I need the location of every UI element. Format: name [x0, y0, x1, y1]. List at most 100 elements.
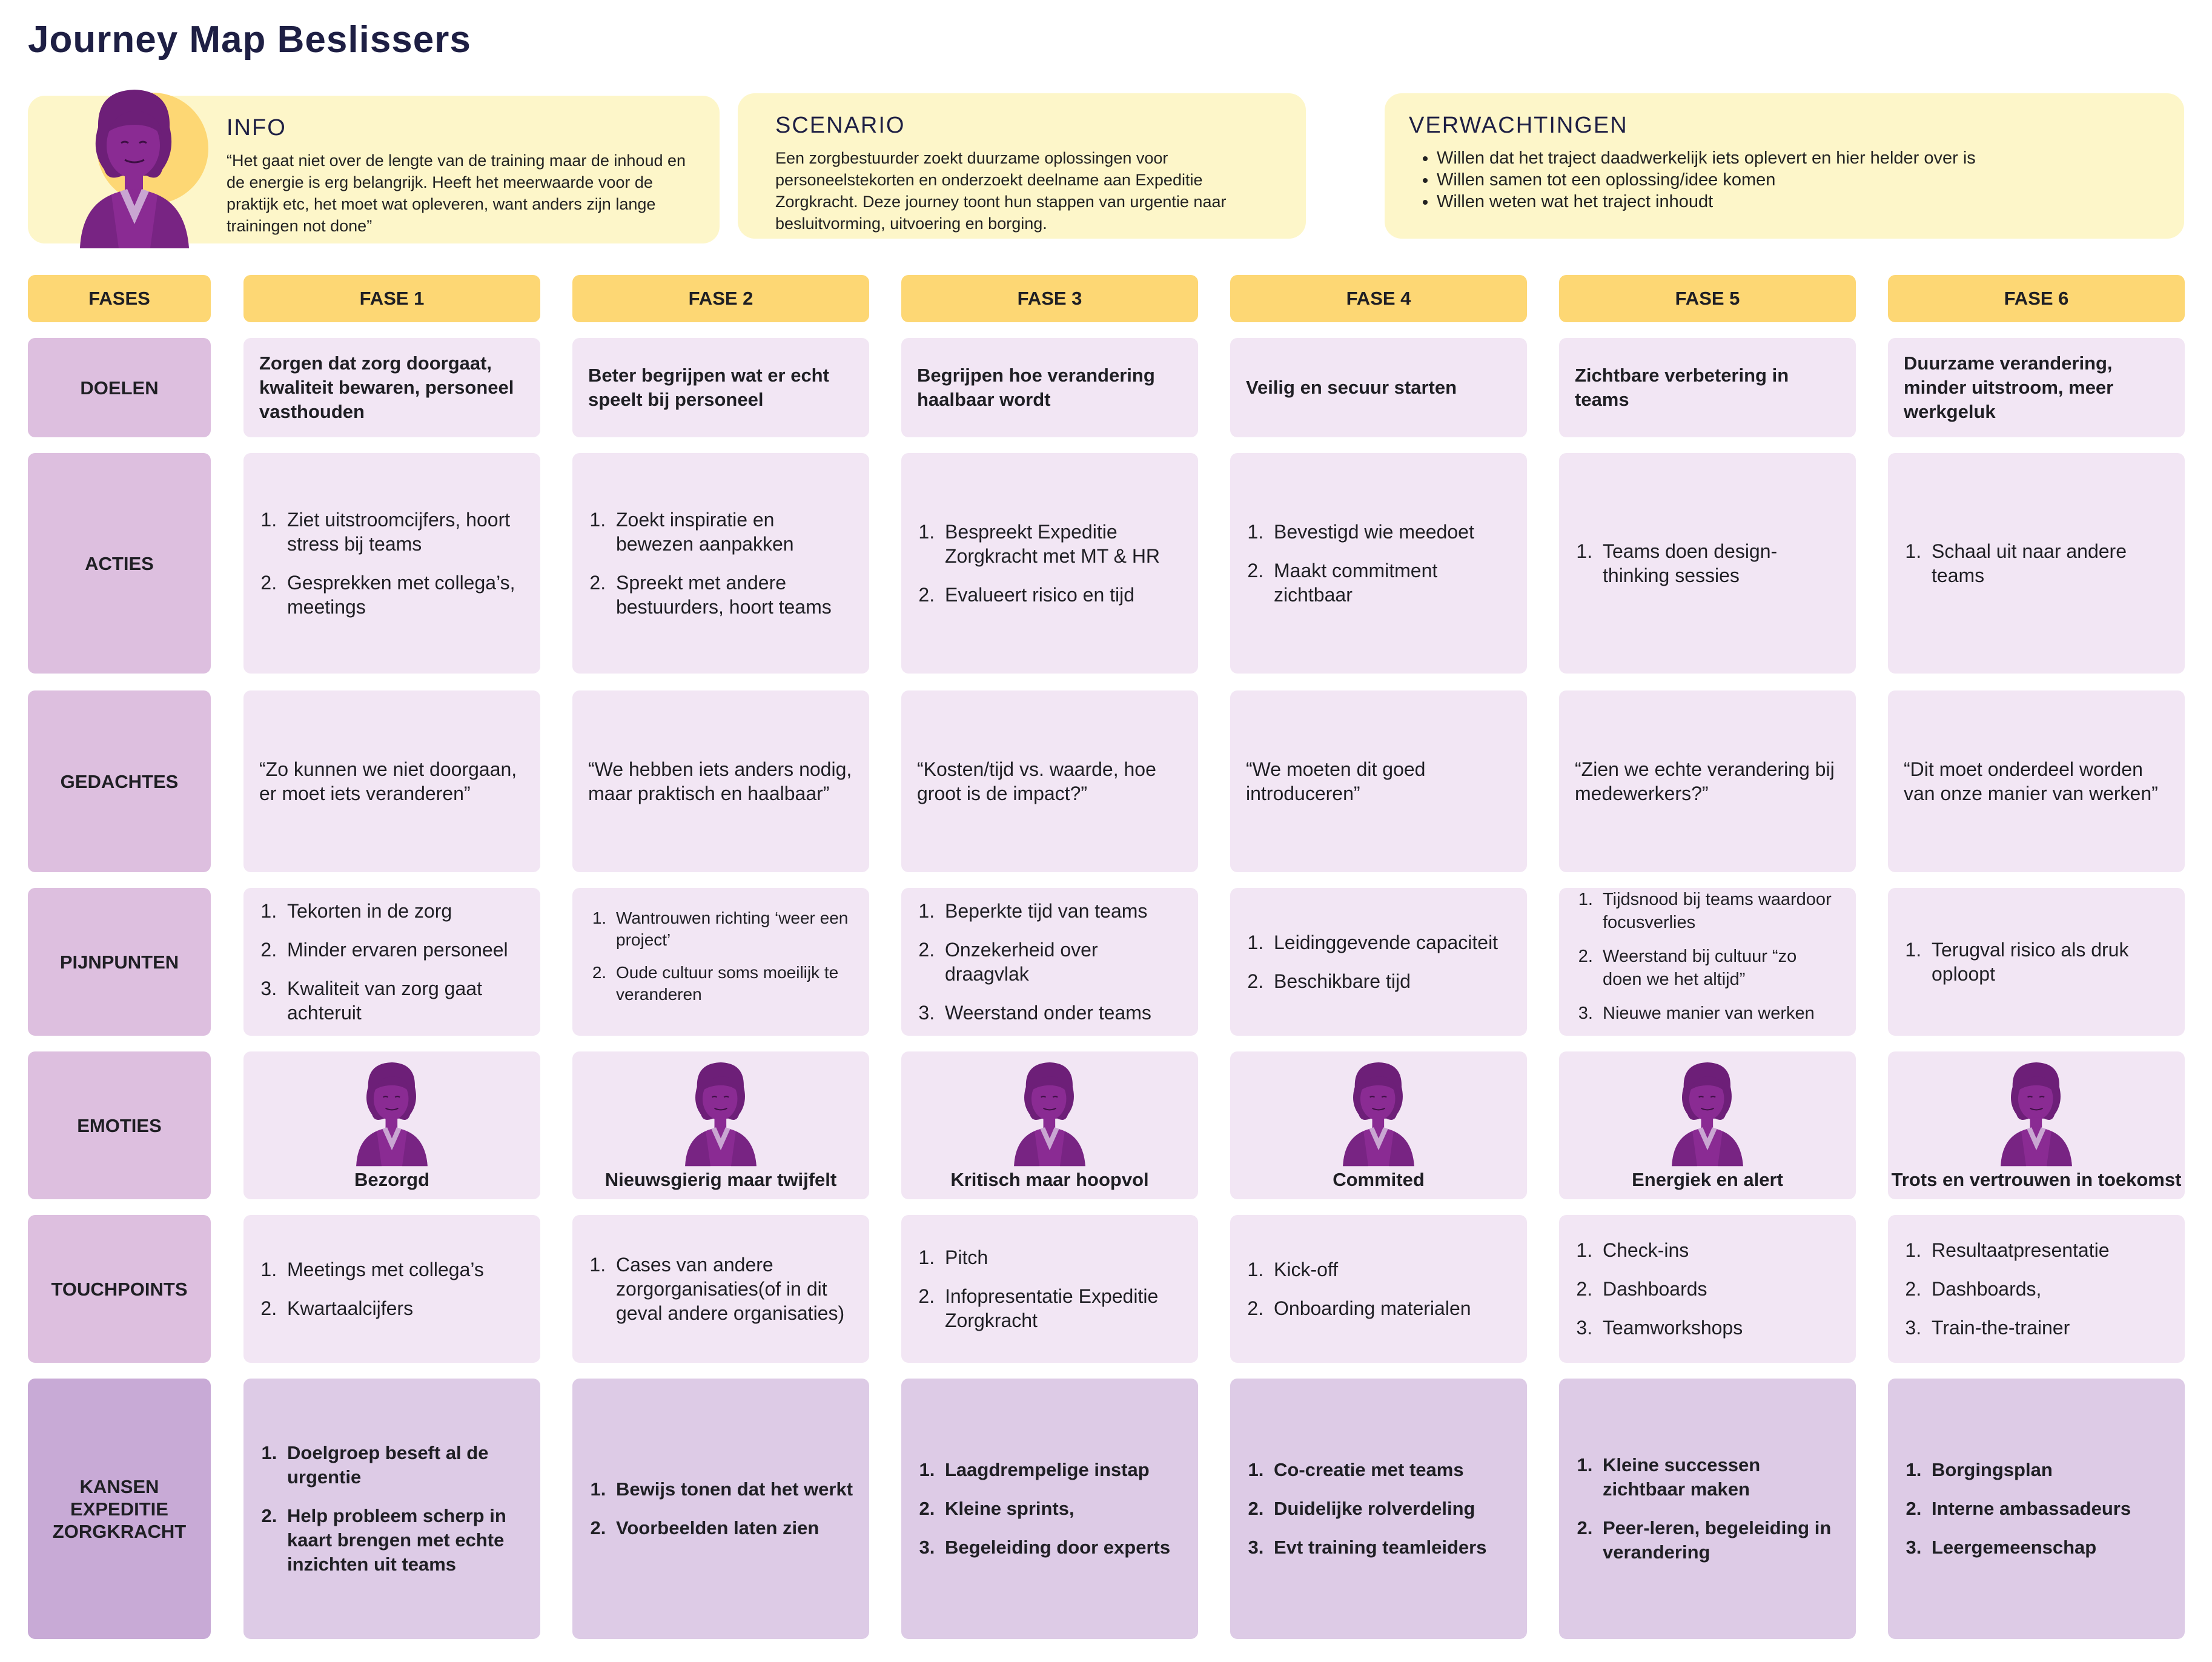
list-item: Pitch	[940, 1245, 1182, 1270]
persona-avatar-icon	[80, 90, 208, 248]
list-item: Weerstand onder teams	[940, 1001, 1182, 1025]
list-item: Kwartaalcijfers	[282, 1296, 484, 1320]
list-item: Kwaliteit van zorg gaat achteruit	[282, 976, 525, 1025]
list-item: Zoekt inspiratie en bewezen aanpakken	[611, 508, 853, 556]
emotie-label: Kritisch maar hoopvol	[950, 1169, 1149, 1190]
list-item: Ziet uitstroomcijfers, hoort stress bij …	[282, 508, 525, 556]
list-item: Weerstand bij cultuur “zo doen we het al…	[1598, 945, 1840, 991]
list-item: Beperkte tijd van teams	[940, 899, 1182, 923]
label-doelen: DOELEN	[28, 338, 211, 437]
acties-cell-6: Schaal uit naar andere teams	[1888, 453, 2185, 674]
list-item: Kleine sprints,	[940, 1497, 1170, 1521]
kansen-cell-6: BorgingsplanInterne ambassadeursLeergeme…	[1888, 1379, 2185, 1639]
emotie-cell-6: Trots en vertrouwen in toekomst	[1888, 1051, 2185, 1199]
acties-list: Bespreekt Expeditie Zorgkracht met MT & …	[917, 520, 1182, 607]
list-item: Leidinggevende capaciteit	[1269, 930, 1498, 955]
list-item: Kick-off	[1269, 1257, 1471, 1282]
gedachte-cell-1: “Zo kunnen we niet doorgaan, er moet iet…	[243, 690, 540, 872]
kansen-list: Co-creatie met teamsDuidelijke rolverdel…	[1246, 1458, 1486, 1560]
doel-cell-4: Veilig en secuur starten	[1230, 338, 1527, 437]
gedachte-cell-6: “Dit moet onderdeel worden van onze mani…	[1888, 690, 2185, 872]
pijnpunten-cell-5: Tijdsnood bij teams waardoor focusverlie…	[1559, 888, 1856, 1036]
verwachtingen-list: Willen dat het traject daadwerkelijk iet…	[1409, 147, 2160, 213]
list-item: Onzekerheid over draagvlak	[940, 938, 1182, 986]
list-item: Cases van andere zorgorganisaties(of in …	[611, 1253, 853, 1325]
list-item: Maakt commitment zichtbaar	[1269, 558, 1511, 607]
list-item: Willen samen tot een oplossing/idee kome…	[1437, 169, 2160, 191]
persona-avatar-icon	[356, 1062, 428, 1167]
pijnpunten-cell-6: Terugval risico als druk oploopt	[1888, 888, 2185, 1036]
label-fases: FASES	[28, 275, 211, 322]
list-item: Tijdsnood bij teams waardoor focusverlie…	[1598, 888, 1840, 934]
emotie-cell-2: Nieuwsgierig maar twijfelt	[572, 1051, 869, 1199]
gedachte-cell-5: “Zien we echte verandering bij medewerke…	[1559, 690, 1856, 872]
emotie-label: Bezorgd	[354, 1169, 429, 1190]
list-item: Beschikbare tijd	[1269, 969, 1498, 993]
doel-cell-1: Zorgen dat zorg doorgaat, kwaliteit bewa…	[243, 338, 540, 437]
kansen-list: BorgingsplanInterne ambassadeursLeergeme…	[1904, 1458, 2131, 1560]
phase-header-4: FASE 4	[1230, 275, 1527, 322]
emotie-cell-4: Commited	[1230, 1051, 1527, 1199]
phase-header-6: FASE 6	[1888, 275, 2185, 322]
list-item: Bewijs tonen dat het werkt	[611, 1477, 853, 1501]
list-item: Laagdrempelige instap	[940, 1458, 1170, 1482]
acties-cell-5: Teams doen design-thinking sessies	[1559, 453, 1856, 674]
label-touchpoints: TOUCHPOINTS	[28, 1215, 211, 1363]
pijnpunten-cell-2: Wantrouwen richting ‘weer een project’Ou…	[572, 888, 869, 1036]
pijnpunten-list: Beperkte tijd van teamsOnzekerheid over …	[917, 899, 1182, 1025]
doel-cell-2: Beter begrijpen wat er echt speelt bij p…	[572, 338, 869, 437]
persona-avatar-icon	[1014, 1062, 1085, 1167]
kansen-list: Kleine successen zichtbaar makenPeer-ler…	[1575, 1453, 1840, 1564]
label-emoties: EMOTIES	[28, 1051, 211, 1199]
info-text: “Het gaat niet over de lengte van de tra…	[227, 151, 686, 235]
acties-list: Zoekt inspiratie en bewezen aanpakkenSpr…	[588, 508, 853, 619]
info-box: INFO “Het gaat niet over de lengte van d…	[28, 90, 720, 248]
pijnpunten-cell-4: Leidinggevende capaciteitBeschikbare tij…	[1230, 888, 1527, 1036]
list-item: Leergemeenschap	[1927, 1535, 2131, 1560]
pijnpunten-list: Tijdsnood bij teams waardoor focusverlie…	[1575, 888, 1840, 1036]
list-item: Onboarding materialen	[1269, 1296, 1471, 1320]
persona-avatar-icon	[685, 1062, 757, 1167]
list-item: Infopresentatie Expeditie Zorgkracht	[940, 1284, 1182, 1333]
page-title: Journey Map Beslissers	[28, 19, 471, 61]
list-item: Interne ambassadeurs	[1927, 1497, 2131, 1521]
phase-header-2: FASE 2	[572, 275, 869, 322]
list-item: Begeleiding door experts	[940, 1535, 1170, 1560]
list-item: Borgingsplan	[1927, 1458, 2131, 1482]
doel-cell-3: Begrijpen hoe verandering haalbaar wordt	[901, 338, 1198, 437]
verwachtingen-heading: VERWACHTINGEN	[1409, 113, 1628, 138]
gedachte-cell-2: “We hebben iets anders nodig, maar prakt…	[572, 690, 869, 872]
persona-avatar-icon	[1343, 1062, 1414, 1167]
label-kansen: KANSEN EXPEDITIE ZORGKRACHT	[28, 1379, 211, 1639]
touchpoints-cell-4: Kick-offOnboarding materialen	[1230, 1215, 1527, 1363]
emotie-cell-1: Bezorgd	[243, 1051, 540, 1199]
acties-list: Ziet uitstroomcijfers, hoort stress bij …	[259, 508, 525, 619]
list-item: Oude cultuur soms moeilijk te veranderen	[611, 962, 853, 1005]
emotie-cell-5: Energiek en alert	[1559, 1051, 1856, 1199]
touchpoints-cell-1: Meetings met collega’sKwartaalcijfers	[243, 1215, 540, 1363]
list-item: Spreekt met andere bestuurders, hoort te…	[611, 571, 853, 619]
list-item: Teams doen design-thinking sessies	[1598, 539, 1840, 588]
phase-header-3: FASE 3	[901, 275, 1198, 322]
pijnpunten-list: Tekorten in de zorgMinder ervaren person…	[259, 899, 525, 1025]
touchpoints-list: Check-insDashboardsTeamworkshops	[1575, 1238, 1743, 1340]
label-pijnpunten: PIJNPUNTEN	[28, 888, 211, 1036]
touchpoints-list: PitchInfopresentatie Expeditie Zorgkrach…	[917, 1245, 1182, 1333]
list-item: Doelgroep beseft al de urgentie	[282, 1441, 525, 1489]
gedachte-cell-3: “Kosten/tijd vs. waarde, hoe groot is de…	[901, 690, 1198, 872]
list-item: Voorbeelden laten zien	[611, 1516, 853, 1540]
pijnpunten-list: Wantrouwen richting ‘weer een project’Ou…	[588, 907, 853, 1016]
list-item: Help probleem scherp in kaart brengen me…	[282, 1504, 525, 1577]
emotie-label: Energiek en alert	[1632, 1169, 1783, 1190]
acties-list: Teams doen design-thinking sessies	[1575, 539, 1840, 588]
list-item: Duidelijke rolverdeling	[1269, 1497, 1486, 1521]
doel-cell-5: Zichtbare verbetering in teams	[1559, 338, 1856, 437]
kansen-list: Bewijs tonen dat het werktVoorbeelden la…	[588, 1477, 853, 1540]
verwachtingen-box: VERWACHTINGEN Willen dat het traject daa…	[1385, 93, 2184, 239]
list-item: Dashboards	[1598, 1277, 1743, 1301]
touchpoints-list: Cases van andere zorgorganisaties(of in …	[588, 1253, 853, 1325]
emotie-cell-3: Kritisch maar hoopvol	[901, 1051, 1198, 1199]
kansen-cell-5: Kleine successen zichtbaar makenPeer-ler…	[1559, 1379, 1856, 1639]
list-item: Evt training teamleiders	[1269, 1535, 1486, 1560]
kansen-list: Laagdrempelige instapKleine sprints, Bege…	[917, 1458, 1170, 1560]
